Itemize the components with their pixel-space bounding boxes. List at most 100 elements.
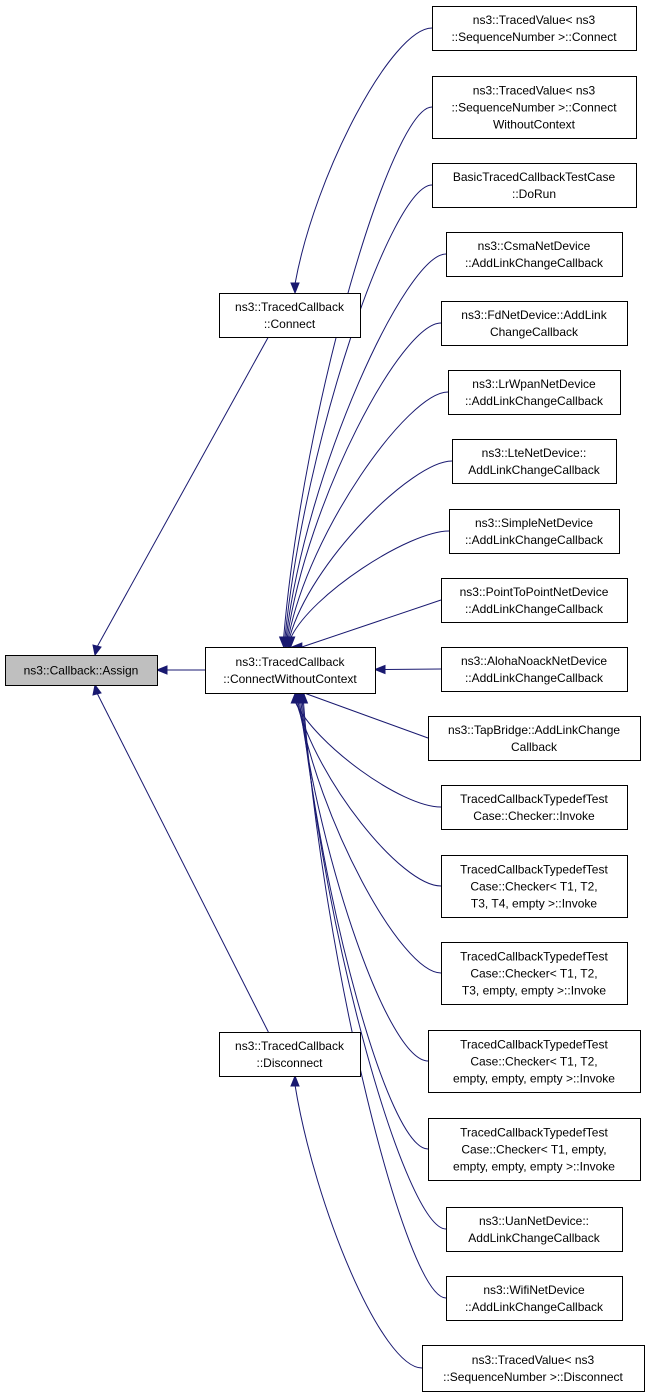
node-box <box>422 1345 645 1392</box>
node-chk3[interactable]: TracedCallbackTypedefTestCase::Checker< … <box>428 1030 641 1093</box>
node-label-line: TracedCallbackTypedefTest <box>460 863 608 877</box>
node-label-line: ns3::TracedValue< ns3 <box>473 13 596 27</box>
edge-tv_connect_wo-to-tc_connect_wo <box>283 106 433 639</box>
node-box <box>219 1032 361 1077</box>
edge-fd-to-tc_connect_wo <box>286 322 442 639</box>
node-label-line: TracedCallbackTypedefTest <box>460 1126 608 1140</box>
node-chk0[interactable]: TracedCallbackTypedefTestCase::Checker::… <box>441 785 628 830</box>
node-tv_connect[interactable]: ns3::TracedValue< ns3::SequenceNumber >:… <box>432 6 637 51</box>
node-lte[interactable]: ns3::LteNetDevice::AddLinkChangeCallback <box>452 439 617 484</box>
node-box <box>428 1118 641 1181</box>
node-label-line: ::SequenceNumber >::Disconnect <box>443 1370 623 1384</box>
node-lrwpan[interactable]: ns3::LrWpanNetDevice::AddLinkChangeCallb… <box>448 370 621 415</box>
node-label-line: ns3::TracedCallback <box>235 1039 345 1053</box>
edge-aloha-to-tc_connect_wo <box>384 668 442 670</box>
node-box <box>441 301 628 346</box>
node-label-line: Callback <box>511 740 558 754</box>
arrowhead <box>285 636 296 649</box>
node-csma[interactable]: ns3::CsmaNetDevice::AddLinkChangeCallbac… <box>446 232 623 277</box>
node-box <box>432 163 637 208</box>
node-tc_disconnect[interactable]: ns3::TracedCallback::Disconnect <box>219 1032 361 1077</box>
node-basic_test[interactable]: BasicTracedCallbackTestCase::DoRun <box>432 163 637 208</box>
edge-chk4-to-tc_connect_wo <box>300 701 429 1150</box>
node-label-line: WithoutContext <box>493 118 576 132</box>
node-label-line: ::AddLinkChangeCallback <box>465 533 604 547</box>
node-wifi[interactable]: ns3::WifiNetDevice::AddLinkChangeCallbac… <box>446 1276 623 1321</box>
node-label-line: TracedCallbackTypedefTest <box>460 792 608 806</box>
node-box <box>449 509 620 554</box>
node-box <box>452 439 617 484</box>
node-chk4[interactable]: TracedCallbackTypedefTestCase::Checker< … <box>428 1118 641 1181</box>
node-label-line: ::DoRun <box>512 187 556 201</box>
node-label-line: ::AddLinkChangeCallback <box>465 1300 604 1314</box>
node-label-line: ns3::PointToPointNetDevice <box>460 585 609 599</box>
node-label-line: T3, T4, empty >::Invoke <box>471 897 597 911</box>
node-label-line: ::SequenceNumber >::Connect <box>451 30 617 44</box>
node-box <box>5 655 158 686</box>
node-label-line: empty, empty, empty >::Invoke <box>453 1160 615 1174</box>
node-label-line: ns3::TracedCallback <box>235 300 345 314</box>
edge-chk3-to-tc_connect_wo <box>299 701 429 1062</box>
node-tc_connect[interactable]: ns3::TracedCallback::Connect <box>219 293 361 338</box>
node-label-line: ::AddLinkChangeCallback <box>465 602 604 616</box>
node-label-line: ::AddLinkChangeCallback <box>465 256 604 270</box>
node-label-line: Case::Checker< T1, T2, <box>470 1055 597 1069</box>
node-label-line: ns3::LteNetDevice:: <box>482 446 587 460</box>
node-tc_connect_wo[interactable]: ns3::TracedCallback::ConnectWithoutConte… <box>205 647 376 694</box>
edge-csma-to-tc_connect_wo <box>285 253 447 639</box>
node-chk1[interactable]: TracedCallbackTypedefTestCase::Checker< … <box>441 855 628 918</box>
arrowhead <box>290 282 300 295</box>
node-label-line: AddLinkChangeCallback <box>468 463 600 477</box>
edge-tc_connect-to-root <box>96 336 269 648</box>
node-box <box>432 76 637 139</box>
node-label-line: ::Connect <box>264 317 316 331</box>
node-label-line: ::SequenceNumber >::Connect <box>451 101 617 115</box>
arrowhead <box>92 644 102 657</box>
edge-wifi-to-tc_connect_wo <box>302 701 447 1299</box>
node-label-line: AddLinkChangeCallback <box>468 1231 600 1245</box>
node-label-line: Case::Checker< T1, empty, <box>461 1143 606 1157</box>
arrowhead <box>92 683 102 696</box>
node-label-line: Case::Checker< T1, T2, <box>470 967 597 981</box>
node-box <box>446 1207 623 1252</box>
node-label-line: ChangeCallback <box>490 325 579 339</box>
node-root[interactable]: ns3::Callback::Assign <box>5 655 158 686</box>
node-tv_disconnect[interactable]: ns3::TracedValue< ns3::SequenceNumber >:… <box>422 1345 645 1392</box>
node-uan[interactable]: ns3::UanNetDevice::AddLinkChangeCallback <box>446 1207 623 1252</box>
edge-lrwpan-to-tc_connect_wo <box>287 391 449 639</box>
node-label-line: ns3::AlohaNoackNetDevice <box>461 654 607 668</box>
node-tap[interactable]: ns3::TapBridge::AddLinkChangeCallback <box>428 716 641 761</box>
node-box <box>441 578 628 623</box>
edge-uan-to-tc_connect_wo <box>301 701 447 1230</box>
node-label-line: ::AddLinkChangeCallback <box>465 671 604 685</box>
nodes-layer: ns3::Callback::Assignns3::TracedCallback… <box>5 6 645 1392</box>
node-box <box>441 785 628 830</box>
edge-basic_test-to-tc_connect_wo <box>284 184 433 639</box>
edge-tv_connect-to-tc_connect <box>294 27 433 285</box>
node-box <box>441 855 628 918</box>
edge-lte-to-tc_connect_wo <box>289 460 453 639</box>
node-label-line: ::ConnectWithoutContext <box>223 672 357 686</box>
node-label-line: ns3::Callback::Assign <box>24 664 139 678</box>
node-tv_connect_wo[interactable]: ns3::TracedValue< ns3::SequenceNumber >:… <box>432 76 637 139</box>
node-label-line: ns3::UanNetDevice:: <box>479 1214 589 1228</box>
node-box <box>219 293 361 338</box>
node-label-line: ns3::FdNetDevice::AddLink <box>461 308 607 322</box>
edges-layer <box>92 27 453 1369</box>
node-label-line: ns3::LrWpanNetDevice <box>472 377 596 391</box>
node-aloha[interactable]: ns3::AlohaNoackNetDevice::AddLinkChangeC… <box>441 647 628 692</box>
node-simple[interactable]: ns3::SimpleNetDevice::AddLinkChangeCallb… <box>449 509 620 554</box>
arrowhead <box>298 691 309 704</box>
edge-tv_disconnect-to-tc_disconnect <box>294 1084 423 1369</box>
node-label-line: ns3::TracedCallback <box>236 655 346 669</box>
arrowhead <box>155 665 168 675</box>
node-label-line: empty, empty, empty >::Invoke <box>453 1072 615 1086</box>
arrowhead <box>290 1074 300 1087</box>
node-fd[interactable]: ns3::FdNetDevice::AddLinkChangeCallback <box>441 301 628 346</box>
node-chk2[interactable]: TracedCallbackTypedefTestCase::Checker< … <box>441 942 628 1005</box>
edge-simple-to-tc_connect_wo <box>290 530 450 639</box>
edge-chk1-to-tc_connect_wo <box>296 701 442 887</box>
node-p2p[interactable]: ns3::PointToPointNetDevice::AddLinkChang… <box>441 578 628 623</box>
node-box <box>432 6 637 51</box>
